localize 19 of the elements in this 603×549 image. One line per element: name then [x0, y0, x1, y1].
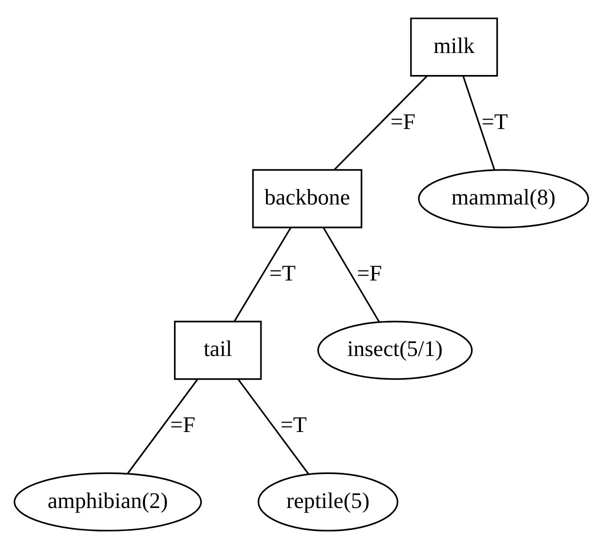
connector [462, 76, 496, 170]
edge-label: =T [280, 412, 307, 437]
connector [237, 378, 310, 475]
connector [126, 378, 198, 474]
edge-label: =T [482, 108, 508, 134]
connector [334, 75, 428, 170]
node-box: backbone [252, 169, 362, 228]
node-ellipse: insect(5/1) [317, 320, 473, 380]
node-box: tail [174, 320, 262, 380]
node-ellipse: mammal(8) [418, 169, 590, 228]
edge-label: =F [390, 108, 416, 134]
node-ellipse: amphibian(2) [14, 472, 202, 532]
node-box: milk [410, 18, 498, 77]
edge-label: =F [356, 260, 382, 286]
edge-label: =F [170, 412, 196, 437]
connector [234, 227, 292, 322]
connector [322, 227, 380, 323]
edge-label: =T [269, 260, 296, 286]
node-ellipse: reptile(5) [258, 472, 398, 532]
